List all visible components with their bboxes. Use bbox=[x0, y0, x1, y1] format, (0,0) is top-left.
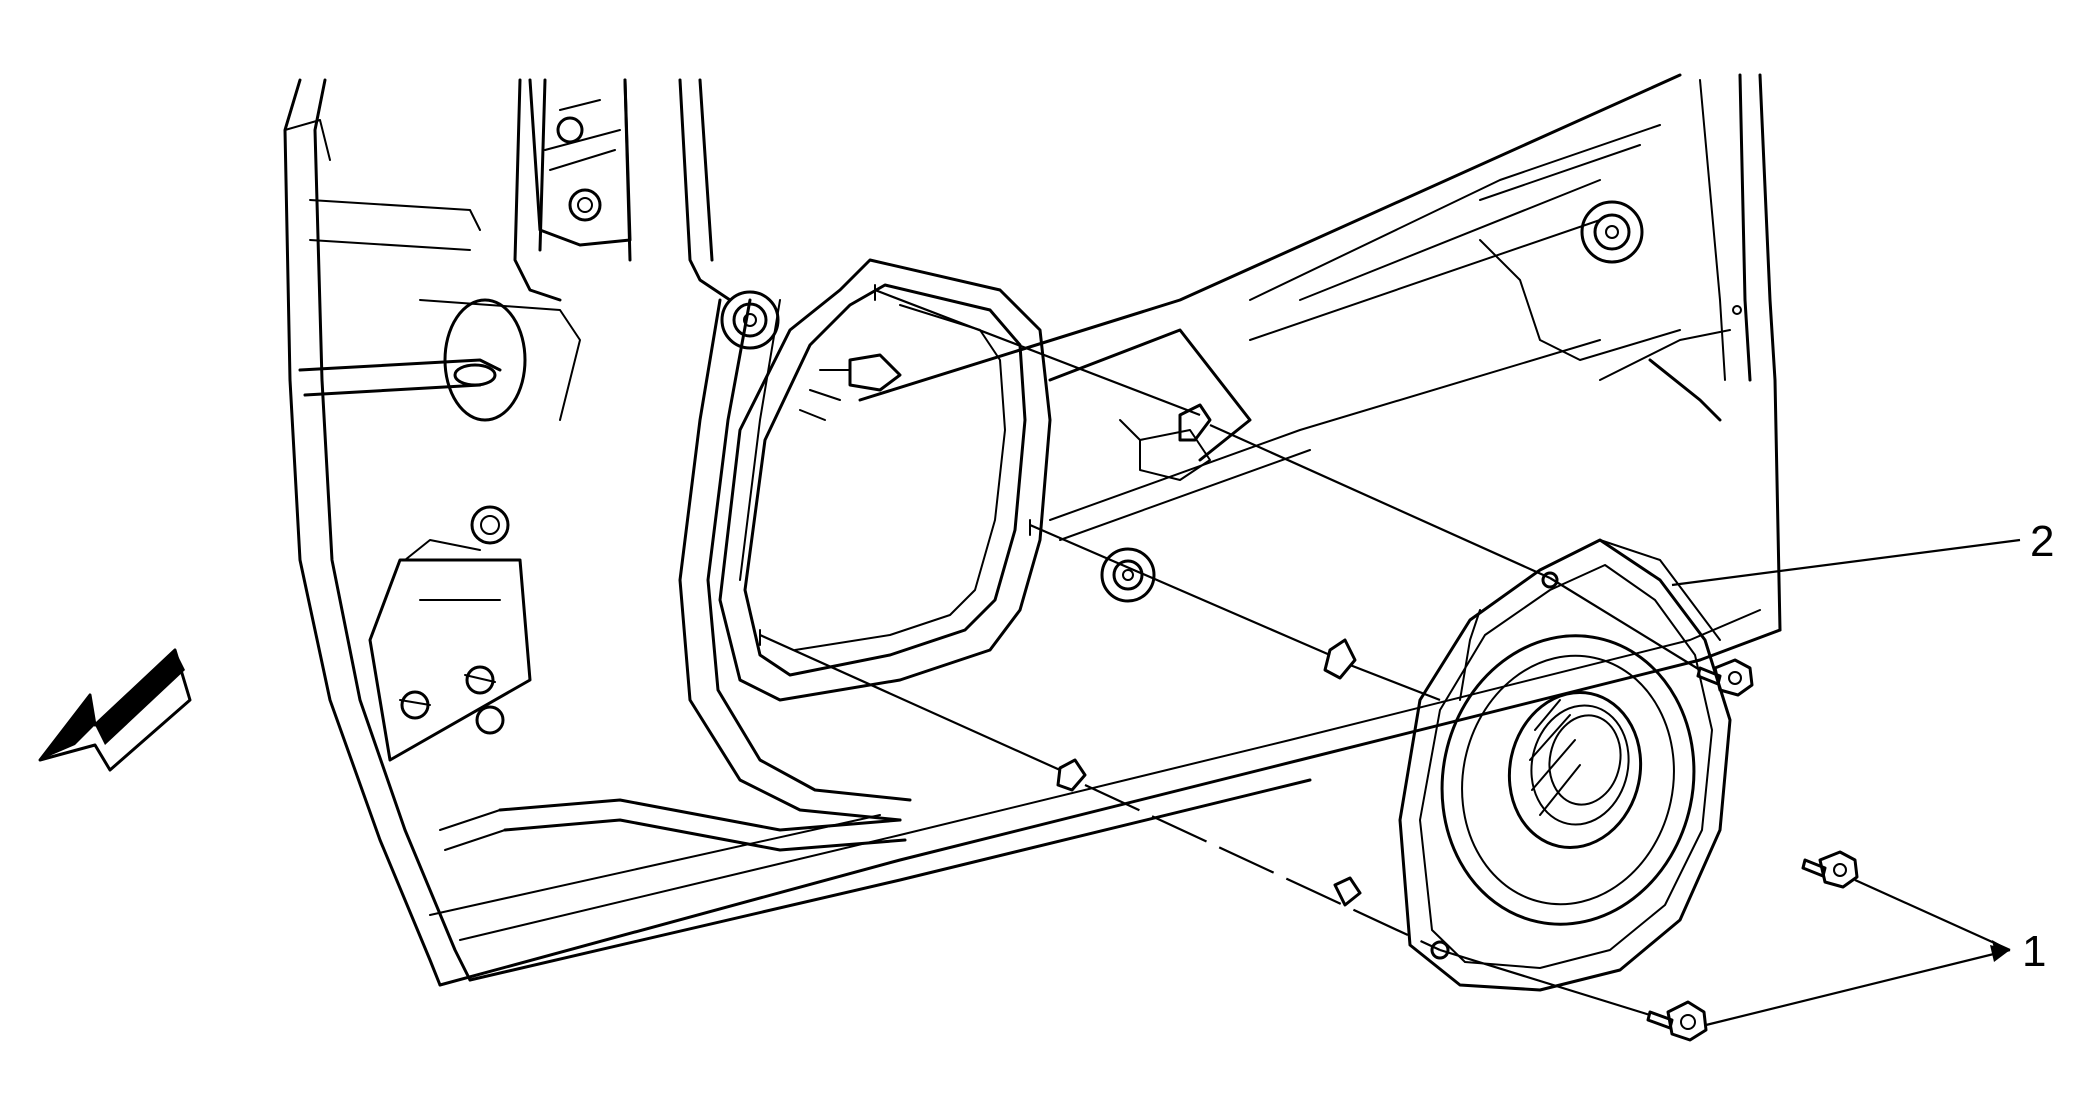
callout-2: 2 bbox=[1671, 517, 2054, 587]
speaker-screw-upper bbox=[1696, 658, 1754, 697]
forward-direction-arrow-icon bbox=[38, 648, 192, 772]
callout-2-label: 2 bbox=[2030, 517, 2054, 566]
door-inner-panel bbox=[283, 73, 1782, 987]
door-speaker bbox=[1398, 538, 1732, 992]
callout-1: 1 bbox=[1705, 878, 2046, 1027]
speaker-screw-lower bbox=[1646, 1000, 1708, 1042]
callout-1-label: 1 bbox=[2022, 927, 2046, 976]
speaker-screw-middle bbox=[1801, 850, 1859, 889]
assembly-guide-lines bbox=[759, 284, 1701, 1017]
